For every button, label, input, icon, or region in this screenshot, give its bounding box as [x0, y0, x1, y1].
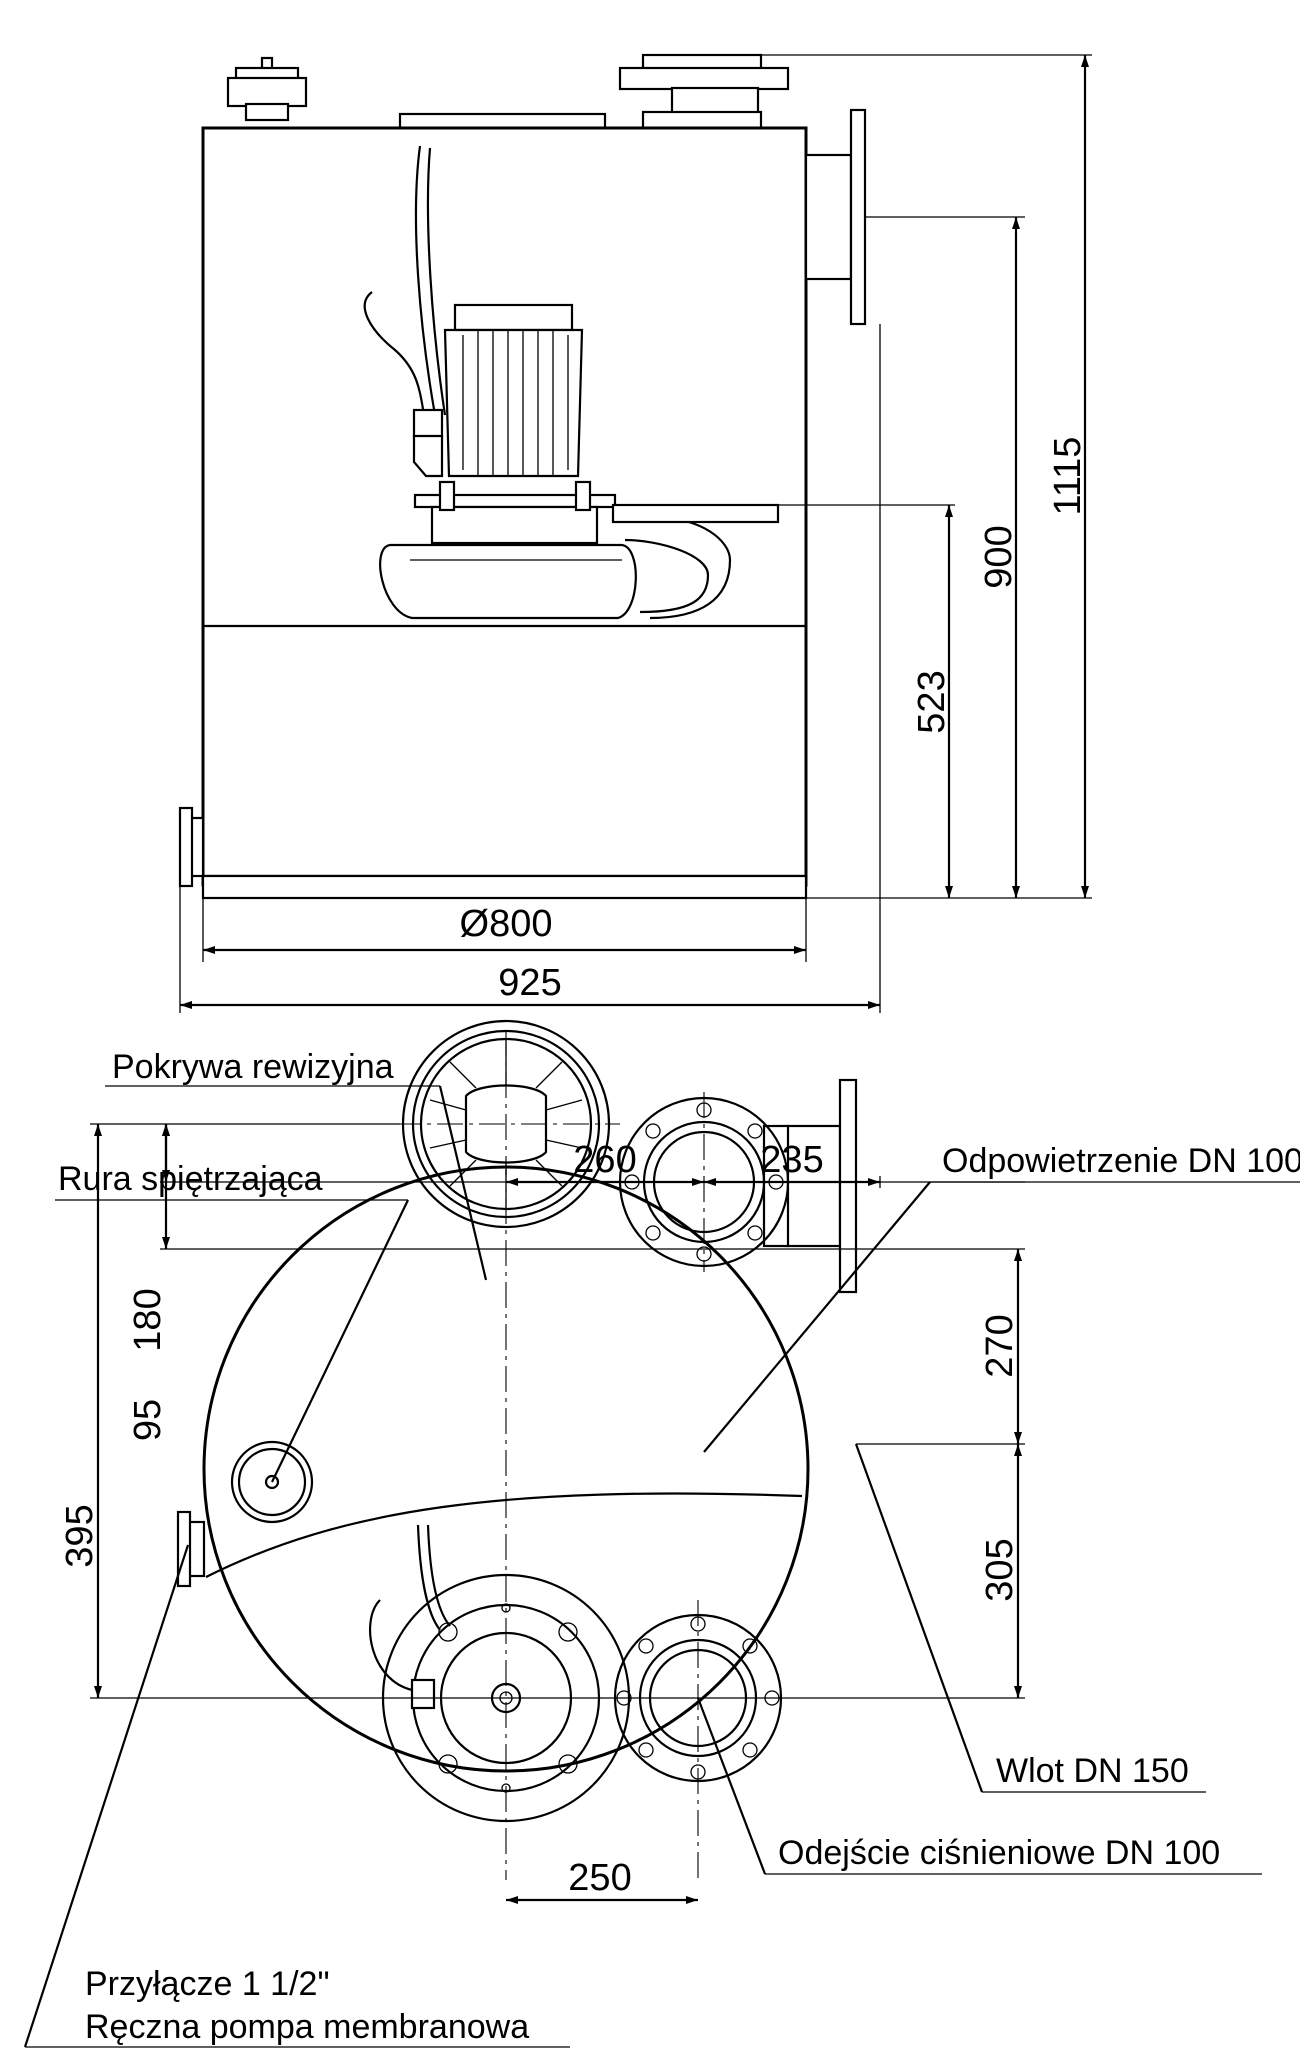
dim-235: 235: [760, 1139, 823, 1181]
inlet-flange-top: [784, 1078, 858, 1294]
dim-270: 270: [979, 1314, 1021, 1377]
label-inlet: Wlot DN 150: [996, 1752, 1189, 1790]
top-extension-lines: [90, 1123, 1025, 1699]
dim-diameter-800: Ø800: [460, 903, 553, 945]
top-dimensions: [94, 1124, 1022, 1904]
riser-pipe-top: [230, 1440, 314, 1524]
dim-900: 900: [978, 525, 1020, 588]
top-view: 260 235 180 95 395 270 305 250 Pokrywa r…: [23, 1019, 1300, 2048]
label-connection-line2: Ręczna pompa membranowa: [85, 2008, 529, 2046]
left-connection-top: [176, 1510, 206, 1588]
top-pipe-stack: [618, 53, 790, 130]
pump-top: [368, 1524, 631, 1823]
inlet-flange-side: [804, 108, 867, 326]
left-connection-side: [178, 806, 205, 888]
dim-1115: 1115: [1047, 437, 1089, 516]
pump-side: [363, 145, 780, 620]
dim-250: 250: [568, 1857, 631, 1899]
leader-lines: [23, 1085, 1300, 2048]
side-view: 1115 900 523 Ø800 925: [178, 53, 1092, 1013]
dim-260: 260: [573, 1139, 636, 1181]
dim-523: 523: [911, 670, 953, 733]
label-pressure-outlet: Odejście ciśnieniowe DN 100: [778, 1834, 1220, 1872]
side-dimensions: [179, 54, 1092, 1013]
dim-180: 180: [127, 1288, 169, 1351]
vent-cap: [226, 56, 308, 122]
dim-95: 95: [127, 1399, 169, 1441]
dim-395: 395: [59, 1504, 101, 1567]
dim-305: 305: [979, 1538, 1021, 1601]
dim-925: 925: [498, 962, 561, 1004]
label-riser-pipe: Rura spiętrzająca: [58, 1160, 323, 1198]
cover-flat: [398, 112, 607, 130]
label-connection-line1: Przyłącze 1 1/2": [85, 1965, 330, 2003]
label-inspection-cover: Pokrywa rewizyjna: [112, 1048, 394, 1086]
label-vent: Odpowietrzenie DN 100: [942, 1142, 1300, 1180]
